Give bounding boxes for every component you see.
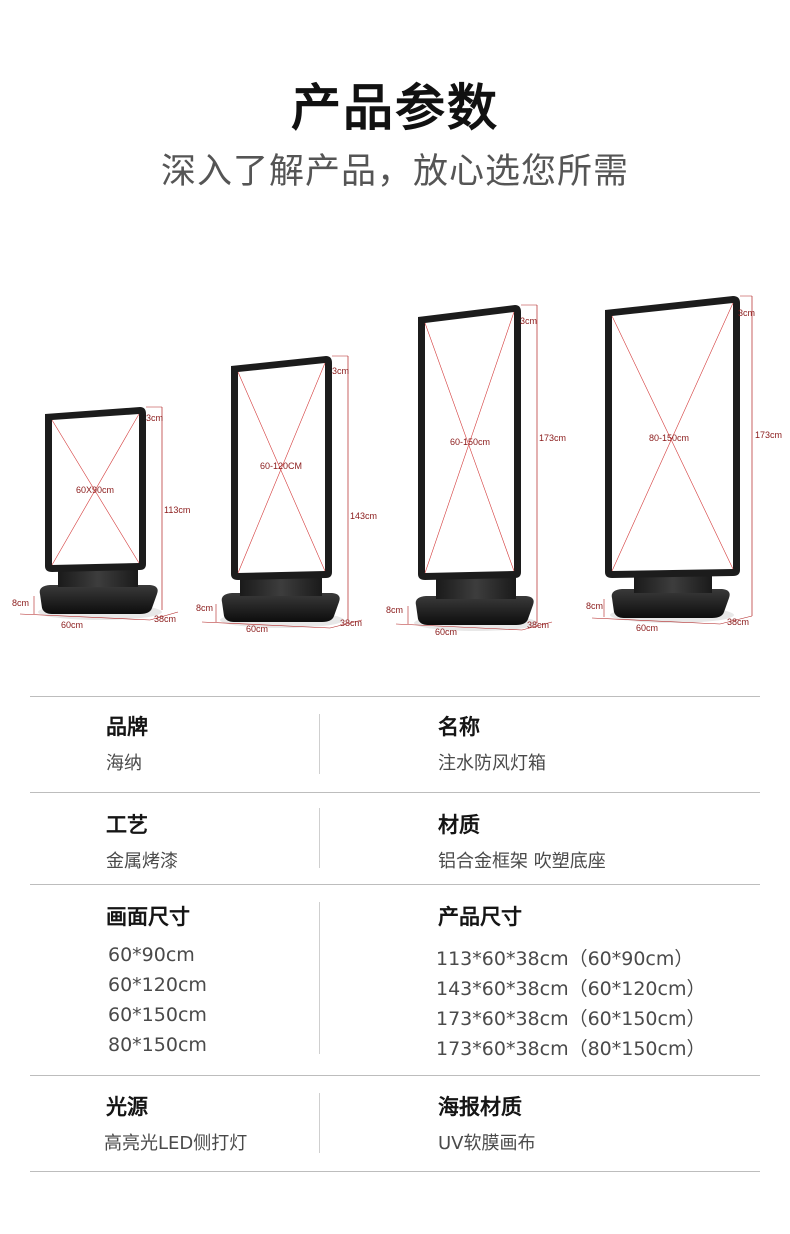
spec-divider xyxy=(30,1171,760,1172)
spec-column-separator xyxy=(319,808,320,868)
product-1-top-label: 3cm xyxy=(146,413,163,423)
product-3-depth-label: 38cm xyxy=(527,620,549,630)
spec-value-screen-size-2: 60*120cm xyxy=(108,974,207,996)
spec-label-screen-size: 画面尺寸 xyxy=(106,905,190,929)
page-subtitle: 深入了解产品，放心选您所需 xyxy=(160,152,629,192)
spec-divider xyxy=(30,696,760,697)
spec-value-brand: 海纳 xyxy=(106,753,142,774)
product-3: 60-150cm 173cm 3cm 8cm 60cm 38cm xyxy=(386,304,566,637)
product-1-depth-label: 38cm xyxy=(154,614,176,624)
spec-value-name: 注水防风灯箱 xyxy=(438,753,546,774)
spec-label-poster-material: 海报材质 xyxy=(438,1095,522,1119)
spec-divider xyxy=(30,792,760,793)
spec-value-material: 铝合金框架 吹塑底座 xyxy=(438,851,606,872)
product-diagram-svg: 60X90cm 113cm 3cm 8cm 60cm 38cm 60-120CM… xyxy=(12,295,782,637)
product-1-height-label: 113cm xyxy=(164,505,190,515)
spec-value-light-source: 高亮光LED侧打灯 xyxy=(104,1133,248,1154)
spec-divider xyxy=(30,884,760,885)
product-3-base xyxy=(415,596,534,625)
spec-value-screen-size-1: 60*90cm xyxy=(108,944,195,966)
spec-column-separator xyxy=(319,714,320,774)
spec-label-name: 名称 xyxy=(438,715,480,739)
product-2-depth-label: 38cm xyxy=(340,618,362,628)
product-3-top-label: 3cm xyxy=(520,316,537,326)
product-3-screen-label: 60-150cm xyxy=(450,437,490,447)
product-4-base-label: 8cm xyxy=(586,601,603,611)
spec-label-material: 材质 xyxy=(438,813,480,837)
product-4-screen-label: 80-150cm xyxy=(649,433,689,443)
product-4-width-label: 60cm xyxy=(636,623,658,633)
product-2-screen-label: 60-120CM xyxy=(260,461,302,471)
spec-label-product-size: 产品尺寸 xyxy=(438,905,522,929)
spec-value-product-size-2: 143*60*38cm（60*120cm） xyxy=(436,978,706,1000)
product-2-width-label: 60cm xyxy=(246,624,268,634)
product-4-top-label: 3cm xyxy=(738,308,755,318)
spec-label-craft: 工艺 xyxy=(106,813,148,837)
product-2-base-label: 8cm xyxy=(196,603,213,613)
product-3-base-label: 8cm xyxy=(386,605,403,615)
page-title: 产品参数 xyxy=(291,79,499,137)
product-1-screen-label: 60X90cm xyxy=(76,485,114,495)
product-2-top-label: 3cm xyxy=(332,366,349,376)
spec-column-separator xyxy=(319,1093,320,1153)
product-3-width-label: 60cm xyxy=(435,627,457,637)
spec-label-brand: 品牌 xyxy=(106,715,148,739)
spec-value-poster-material: UV软膜画布 xyxy=(438,1133,536,1154)
product-2: 60-120CM 143cm 3cm 8cm 60cm 38cm xyxy=(196,355,377,634)
product-1-width-label: 60cm xyxy=(61,620,83,630)
product-1: 60X90cm 113cm 3cm 8cm 60cm 38cm xyxy=(12,406,190,630)
spec-divider xyxy=(30,1075,760,1076)
spec-value-product-size-4: 173*60*38cm（80*150cm） xyxy=(436,1038,706,1060)
product-4-depth-label: 38cm xyxy=(727,617,749,627)
spec-value-product-size-1: 113*60*38cm（60*90cm） xyxy=(436,948,694,970)
spec-value-craft: 金属烤漆 xyxy=(106,851,178,872)
product-4: 80-150cm 173cm 3cm 8cm 60cm 38cm xyxy=(586,295,782,633)
spec-label-light-source: 光源 xyxy=(106,1095,148,1119)
product-1-base-label: 8cm xyxy=(12,598,29,608)
product-3-height-label: 173cm xyxy=(539,433,566,443)
product-1-base xyxy=(39,585,158,614)
spec-column-separator xyxy=(319,902,320,1054)
spec-value-screen-size-4: 80*150cm xyxy=(108,1034,207,1056)
product-2-height-label: 143cm xyxy=(350,511,377,521)
spec-value-product-size-3: 173*60*38cm（60*150cm） xyxy=(436,1008,706,1030)
spec-value-screen-size-3: 60*150cm xyxy=(108,1004,207,1026)
product-2-base xyxy=(221,593,340,622)
product-diagram: 60X90cm 113cm 3cm 8cm 60cm 38cm 60-120CM… xyxy=(0,280,790,650)
product-4-height-label: 173cm xyxy=(755,430,782,440)
product-4-base xyxy=(611,589,730,618)
